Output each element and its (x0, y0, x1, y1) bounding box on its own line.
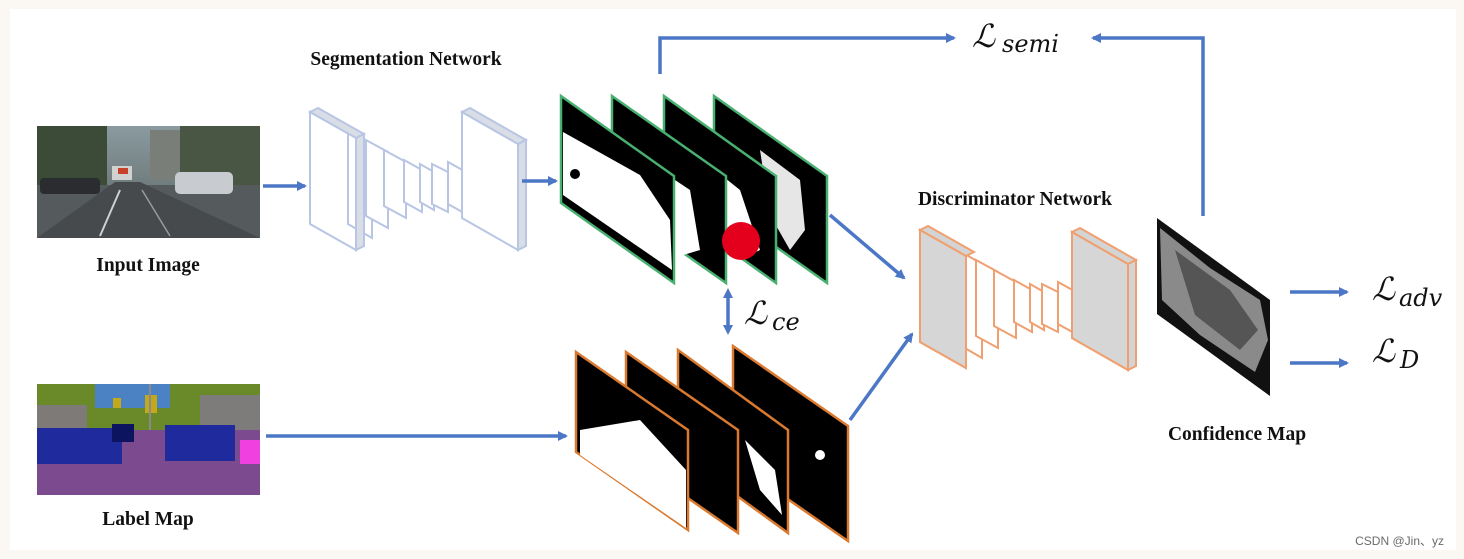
loss-d: ℒ D (1372, 332, 1419, 374)
arrows (263, 33, 1349, 441)
input-image-label: Input Image (96, 255, 200, 276)
svg-text:adv: adv (1399, 284, 1443, 312)
label-maps (574, 343, 850, 544)
svg-text:ℒ: ℒ (1372, 270, 1396, 308)
arrow-conf-to-semi (1091, 33, 1205, 216)
discriminator-network-title: Discriminator Network (918, 189, 1112, 210)
segmentation-network-fill (307, 106, 529, 252)
input-image (37, 126, 260, 238)
label-map-image (37, 384, 260, 495)
loss-ce: ℒ ce (744, 294, 800, 336)
segmentation-network-title: Segmentation Network (310, 49, 501, 70)
arrow-labelmaps-to-disc (848, 332, 914, 422)
arrow-pred-to-disc (828, 213, 906, 280)
confidence-map-image (1157, 218, 1270, 396)
segmentation-network-blocks (309, 110, 519, 252)
loss-adv: ℒ adv (1372, 270, 1443, 312)
prediction-maps (559, 93, 829, 286)
svg-text:D: D (1399, 346, 1419, 374)
svg-text:ce: ce (772, 308, 800, 336)
label-map-label: Label Map (102, 509, 194, 530)
watermark: CSDN @Jin、yz (1355, 534, 1444, 548)
svg-text:ℒ: ℒ (1372, 332, 1396, 370)
arrow-pred-to-semi (658, 33, 956, 74)
svg-text:ℒ: ℒ (972, 17, 996, 55)
svg-text:semi: semi (1002, 30, 1059, 58)
loss-semi: ℒ semi (972, 17, 1059, 58)
red-marker (722, 222, 760, 260)
svg-text:ℒ: ℒ (744, 294, 768, 332)
confidence-map-label: Confidence Map (1168, 424, 1306, 445)
discriminator-network-fill (917, 224, 1139, 372)
